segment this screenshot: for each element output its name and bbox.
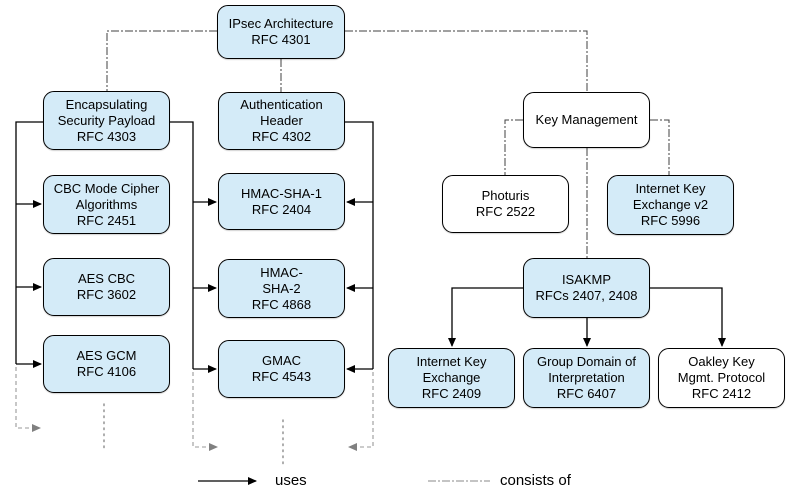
node-label: Internet Key	[416, 354, 487, 369]
node-label: ISAKMP	[561, 272, 612, 287]
node-label: SHA-2	[262, 280, 301, 296]
node-label: Algorithms	[75, 196, 138, 212]
node-label: Exchange	[422, 370, 481, 385]
edge-uses-ah-mac-trunk	[345, 121, 374, 369]
node-label: RFC 4301	[251, 32, 311, 47]
node-esp: Encapsulating Security Payload RFC 4303	[43, 91, 170, 150]
node-isakmp: ISAKMP RFCs 2407, 2408	[523, 258, 650, 318]
node-label: AES CBC	[77, 271, 136, 286]
node-label: Security Payload	[57, 112, 156, 128]
node-internet-key-exchange: Internet Key Exchange RFC 2409	[388, 348, 515, 408]
edge-more-ah-macs	[348, 372, 374, 451]
edge-consists-ipsec-esp	[106, 30, 217, 91]
node-label: RFC 2409	[421, 386, 482, 401]
node-label: RFC 4868	[251, 296, 312, 312]
legend-uses-label: uses	[275, 472, 307, 489]
legend-consists-of-label: consists of	[500, 472, 571, 489]
node-authentication-header: Authentication Header RFC 4302	[218, 92, 345, 150]
node-label: HMAC-	[260, 264, 303, 280]
node-photuris: Photuris RFC 2522	[442, 175, 569, 233]
node-gmac: GMAC RFC 4543	[218, 340, 345, 398]
node-label: RFC 2451	[76, 212, 137, 228]
node-label: GMAC	[262, 353, 301, 368]
node-label: Header	[260, 113, 303, 128]
node-cbc-mode-cipher: CBC Mode Cipher Algorithms RFC 2451	[43, 175, 170, 234]
node-ipsec-architecture: IPsec Architecture RFC 4301	[217, 5, 345, 59]
node-label: Exchange v2	[632, 197, 709, 212]
node-label: RFC 2404	[251, 201, 312, 217]
node-key-management: Key Management	[523, 92, 650, 148]
node-label: RFC 4303	[76, 128, 137, 144]
node-label: Mgmt. Protocol	[677, 370, 766, 385]
edge-consists-km-ikev2	[650, 119, 670, 175]
edge-more-esp-macs	[192, 372, 218, 451]
node-label: Photuris	[481, 188, 530, 203]
node-label: RFC 4106	[76, 364, 137, 379]
node-label: RFC 2522	[475, 204, 536, 219]
edge-uses-isakmp-oakley	[650, 287, 726, 347]
node-hmac-sha-1: HMAC-SHA-1 RFC 2404	[218, 173, 345, 230]
node-label: HMAC-SHA-1	[241, 185, 322, 201]
node-oakley: Oakley Key Mgmt. Protocol RFC 2412	[658, 348, 785, 408]
node-label: RFC 3602	[76, 287, 137, 302]
edge-consists-km-photuris	[504, 119, 523, 175]
edge-consists-ipsec-km	[345, 30, 588, 92]
edge-uses-esp-cipher-trunk	[15, 121, 43, 364]
edge-more-esp-ciphers	[15, 367, 41, 432]
node-label: Interpretation	[548, 370, 625, 385]
node-aes-cbc: AES CBC RFC 3602	[43, 258, 170, 316]
edge-uses-esp-mac-trunk	[170, 121, 194, 369]
node-label: AES GCM	[76, 348, 137, 363]
node-label: Oakley Key	[688, 354, 755, 369]
node-gdoi: Group Domain of Interpretation RFC 6407	[523, 348, 650, 408]
node-aes-gcm: AES GCM RFC 4106	[43, 335, 170, 393]
node-label: RFC 6407	[556, 386, 617, 401]
node-label: Encapsulating	[65, 96, 148, 112]
node-label: RFC 5996	[640, 213, 701, 228]
node-label: RFC 2412	[691, 386, 752, 401]
node-label: Key Management	[535, 112, 638, 127]
node-label: IPsec Architecture	[228, 16, 334, 31]
node-label: CBC Mode Cipher	[53, 180, 160, 196]
node-label: Authentication	[240, 97, 323, 112]
node-label: Internet Key	[635, 181, 706, 196]
node-label: RFC 4302	[251, 129, 312, 144]
node-ike-v2: Internet Key Exchange v2 RFC 5996	[607, 175, 734, 235]
edge-uses-isakmp-ike	[448, 287, 523, 347]
node-label: RFCs 2407, 2408	[535, 288, 638, 303]
node-label: Group Domain of	[537, 354, 636, 369]
node-hmac-sha-2: HMAC- SHA-2 RFC 4868	[218, 259, 345, 318]
node-label: RFC 4543	[251, 369, 312, 384]
